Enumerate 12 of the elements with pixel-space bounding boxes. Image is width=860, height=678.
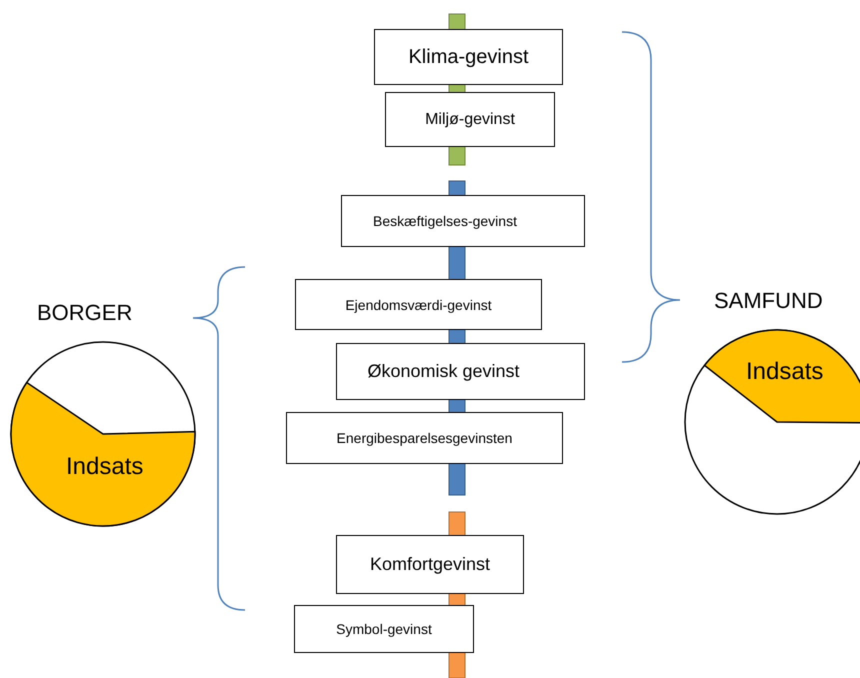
text-box: Miljø-gevinst — [385, 92, 555, 147]
group-title: BORGER — [37, 300, 132, 326]
text-box: Økonomisk gevinst — [336, 343, 585, 400]
slice-label: Indsats — [746, 358, 824, 386]
group-title: SAMFUND — [714, 288, 823, 314]
text-box: Symbol-gevinst — [294, 605, 474, 653]
text-box: Beskæftigelses-gevinst — [341, 195, 585, 247]
text-box: Komfortgevinst — [336, 535, 524, 594]
text-box: Energibesparelsesgevinsten — [286, 412, 563, 464]
text-box: Klima-gevinst — [374, 29, 563, 85]
slice-label: Indsats — [66, 453, 144, 481]
text-box: Ejendomsværdi-gevinst — [295, 279, 542, 330]
